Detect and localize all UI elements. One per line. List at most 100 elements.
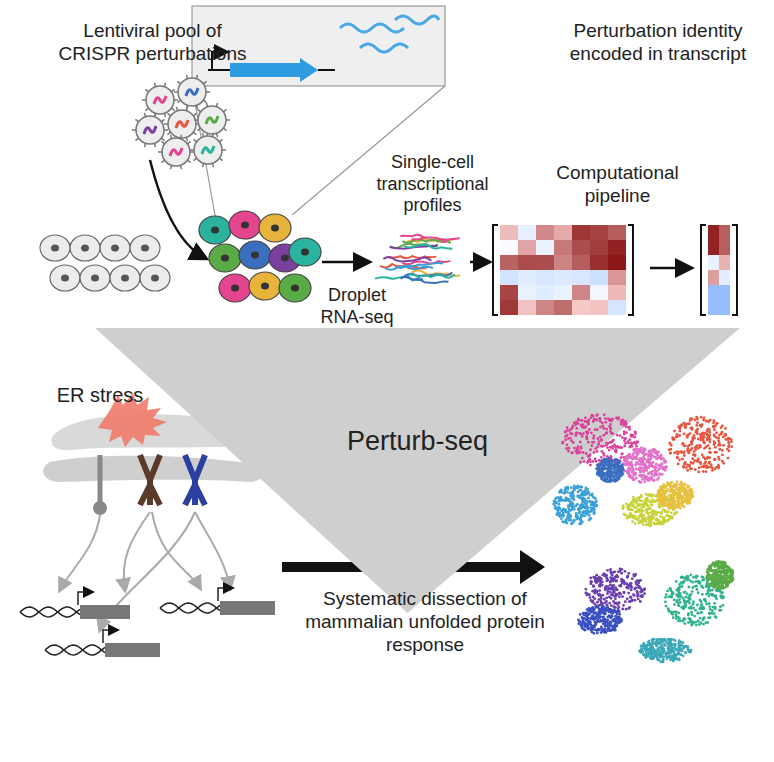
cell-point bbox=[638, 459, 641, 462]
cell-point bbox=[688, 444, 691, 447]
matrix-cell bbox=[572, 255, 590, 270]
cell-point bbox=[641, 474, 644, 477]
cell-point bbox=[640, 494, 643, 497]
cell-point bbox=[590, 432, 593, 435]
cell-point bbox=[696, 421, 699, 424]
cell bbox=[100, 235, 130, 261]
cell-point bbox=[632, 496, 635, 499]
cell-point bbox=[696, 428, 699, 431]
cell-point bbox=[569, 437, 572, 440]
cell-point bbox=[589, 517, 592, 520]
cell-point bbox=[591, 508, 594, 511]
matrix-cell bbox=[500, 240, 518, 255]
cell-point bbox=[586, 431, 589, 434]
cell-point bbox=[714, 458, 717, 461]
cell-point bbox=[674, 485, 677, 488]
cell-point bbox=[621, 436, 624, 439]
cell-point bbox=[597, 443, 600, 446]
cell-point bbox=[587, 510, 590, 513]
cell-point bbox=[713, 442, 716, 445]
cell-point bbox=[696, 418, 699, 421]
nucleus bbox=[281, 255, 289, 262]
matrix-bracket bbox=[628, 225, 633, 315]
cell-point bbox=[627, 426, 630, 429]
flow-arrow bbox=[322, 261, 368, 264]
cell-point bbox=[607, 417, 610, 420]
cell-point bbox=[684, 500, 687, 503]
cell-point bbox=[569, 432, 572, 435]
cell-point bbox=[637, 448, 640, 451]
signal-arrow bbox=[195, 512, 230, 588]
transcript-profile bbox=[407, 274, 455, 277]
cell-point bbox=[573, 484, 576, 487]
cell-point bbox=[604, 421, 607, 424]
perturbed-cell bbox=[249, 272, 281, 300]
cell-point bbox=[573, 447, 576, 450]
cell-point bbox=[592, 420, 595, 423]
cell-point bbox=[570, 486, 573, 489]
matrix-cell bbox=[554, 285, 572, 300]
cell-point bbox=[643, 454, 646, 457]
cell-point bbox=[588, 458, 591, 461]
cell-point bbox=[650, 500, 653, 503]
cell-point bbox=[727, 437, 730, 440]
cell-point bbox=[708, 447, 711, 450]
cell-point bbox=[654, 518, 657, 521]
cell-point bbox=[587, 423, 590, 426]
cell-point bbox=[636, 440, 639, 443]
cell-point bbox=[638, 510, 641, 513]
cell-point bbox=[661, 499, 664, 502]
cell-point bbox=[658, 505, 661, 508]
cell-point bbox=[641, 451, 644, 454]
cell-point bbox=[727, 441, 730, 444]
cell-point bbox=[690, 461, 693, 464]
cell-point bbox=[635, 462, 638, 465]
matrix-cell bbox=[572, 285, 590, 300]
cell-point bbox=[661, 492, 664, 495]
cell-point bbox=[628, 506, 631, 509]
transcript-profile bbox=[400, 277, 448, 283]
cell-point bbox=[646, 460, 649, 463]
cell-point bbox=[623, 444, 626, 447]
matrix-cell bbox=[500, 270, 518, 285]
cell-point bbox=[560, 517, 563, 520]
nucleus bbox=[151, 275, 159, 282]
nucleus bbox=[231, 285, 239, 292]
cell-point bbox=[628, 446, 631, 449]
cell-point bbox=[713, 458, 716, 461]
cell-point bbox=[589, 494, 592, 497]
cell-point bbox=[633, 436, 636, 439]
matrix-bracket bbox=[493, 225, 498, 315]
matrix-cell bbox=[590, 285, 608, 300]
cell-point bbox=[641, 451, 644, 454]
cell-point bbox=[676, 456, 679, 459]
cell-point bbox=[707, 444, 710, 447]
cell-point bbox=[639, 474, 642, 477]
cell-point bbox=[629, 467, 632, 470]
cell-point bbox=[560, 488, 563, 491]
cell-point bbox=[706, 456, 709, 459]
cell-point bbox=[580, 447, 583, 450]
cell-point bbox=[676, 506, 679, 509]
cell-point bbox=[606, 442, 609, 445]
cell-point bbox=[583, 498, 586, 501]
cell-point bbox=[644, 517, 647, 520]
cell-point bbox=[703, 462, 706, 465]
cell-point bbox=[593, 451, 596, 454]
transcript-profile bbox=[412, 238, 460, 240]
cell-point bbox=[673, 513, 676, 516]
cell-point bbox=[563, 521, 566, 524]
cell-point bbox=[589, 517, 592, 520]
cell-point bbox=[611, 445, 614, 448]
cell-point bbox=[609, 461, 612, 464]
cell-point bbox=[721, 460, 724, 463]
cell-point bbox=[647, 466, 650, 469]
cell-point bbox=[700, 416, 703, 419]
cell-point bbox=[631, 454, 634, 457]
cell-point bbox=[620, 419, 623, 422]
cell-point bbox=[659, 457, 662, 460]
cell-point bbox=[618, 473, 621, 476]
triangle-fill bbox=[95, 328, 740, 613]
cell-point bbox=[580, 522, 583, 525]
cell-point bbox=[610, 420, 613, 423]
